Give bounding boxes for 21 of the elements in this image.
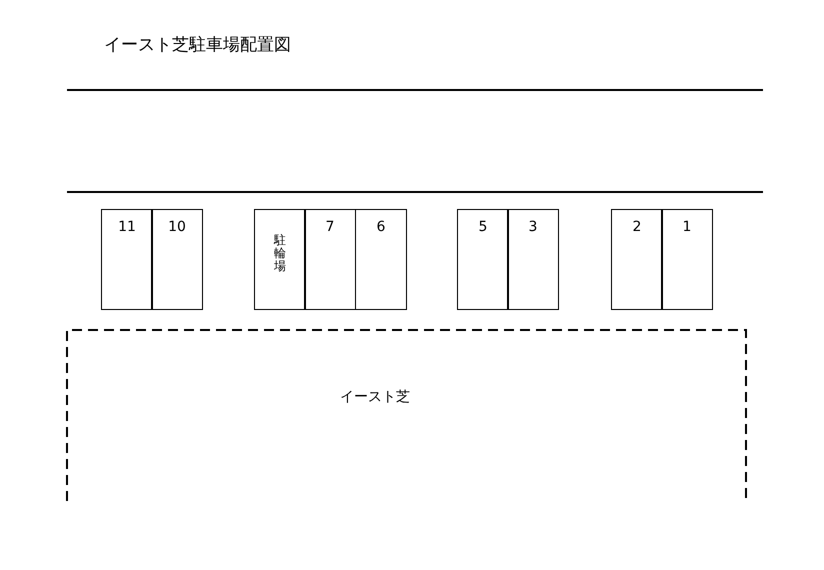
space-number: 11	[118, 218, 136, 236]
parking-space	[661, 209, 713, 310]
parking-space	[507, 209, 559, 310]
space-number: 10	[168, 218, 186, 236]
building-outline	[66, 329, 747, 501]
space-number: 7	[326, 218, 334, 236]
space-number: 6	[376, 218, 386, 236]
bicycle-parking-space	[254, 209, 306, 310]
parking-space	[457, 209, 509, 310]
parking-space	[304, 209, 356, 310]
space-number: 3	[528, 218, 538, 236]
parking-space	[611, 209, 663, 310]
parking-space	[151, 209, 203, 310]
bicycle-parking-label: 駐輪場	[274, 234, 286, 274]
parking-space	[355, 209, 407, 310]
space-number: 5	[478, 218, 488, 236]
diagram-title: イースト芝駐車場配置図	[104, 34, 291, 57]
space-number: 1	[682, 218, 692, 236]
space-number: 2	[632, 218, 642, 236]
building-name: イースト芝	[340, 388, 410, 406]
parking-space	[101, 209, 153, 310]
